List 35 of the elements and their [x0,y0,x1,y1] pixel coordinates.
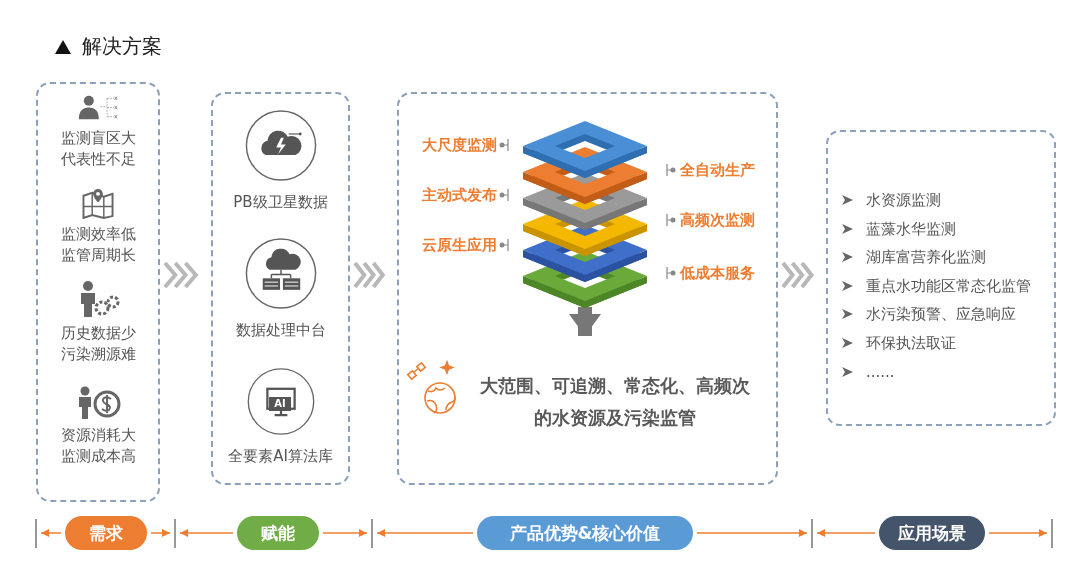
problem-text: 历史数据少污染溯源难 [59,323,137,365]
problem-text: 监测盲区大代表性不足 [59,128,137,170]
feature-label: 低成本服务 [680,263,755,283]
capability-text: 数据处理中台 [235,320,326,341]
feature-label: 云原生应用 [422,235,497,255]
section-pill: 产品优势&核心价值 [477,516,693,550]
chevron-arrow [781,261,815,289]
list-item: ...... [866,361,895,382]
problem-text: 监测效率低监管周期长 [59,224,137,266]
chevron-arrow [353,261,386,289]
feature-label: 全自动生产 [680,160,755,180]
dashed-panel [36,82,160,502]
down-arrow [569,307,601,336]
dashed-panel [397,92,778,485]
capability-text: 全要素AI算法库 [228,446,333,467]
list-item: 重点水功能区常态化监管 [866,275,1031,296]
icon-text: AI [269,397,291,411]
capability-text: PB级卫星数据 [233,192,328,213]
chevron-arrow [163,261,199,289]
dashed-panel [826,130,1056,426]
section-pill: 赋能 [237,516,319,550]
problem-text: 资源消耗大监测成本高 [59,425,137,467]
summary-text: 大范围、可追溯、常态化、高频次的水资源及污染监管 [479,374,751,430]
title: 解决方案 [82,33,162,59]
list-item: 蓝藻水华监测 [866,218,956,239]
section-pill: 需求 [65,516,147,550]
list-item: 湖库富营养化监测 [866,247,986,268]
list-item: 水污染预警、应急响应 [866,304,1016,325]
list-item: 环保执法取证 [866,333,956,353]
feature-label: 高频次监测 [680,210,755,230]
section-pill: 应用场景 [879,516,985,550]
list-item: 水资源监测 [866,190,941,210]
dashed-panel [211,92,350,485]
feature-label: 大尺度监测 [422,135,497,155]
feature-label: 主动式发布 [422,185,497,205]
